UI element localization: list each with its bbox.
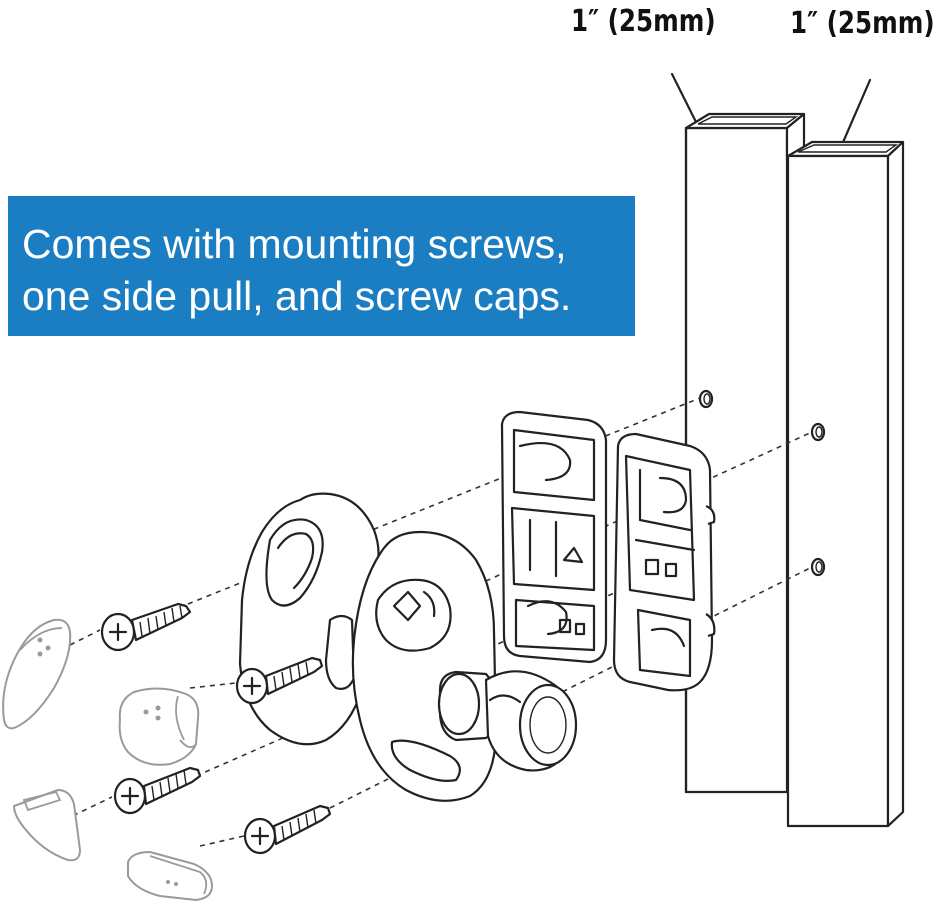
screw-cap-1 <box>2 618 72 730</box>
info-banner-text: Comes with mounting screws, one side pul… <box>22 218 635 322</box>
alignment-line-3 <box>195 551 709 777</box>
alignment-line-7 <box>63 796 113 821</box>
mounting-screw-2 <box>235 656 324 705</box>
alignment-line-5 <box>69 629 101 646</box>
mounting-screw-3 <box>113 766 202 815</box>
right-post-dimension-label: 1″ (25mm) <box>790 6 935 41</box>
mounting-screw-1 <box>100 602 192 652</box>
screw-cap-3 <box>13 789 81 862</box>
alignment-line-8 <box>199 835 245 847</box>
alignment-line-6 <box>189 682 237 689</box>
info-banner-line-1: Comes with mounting screws, <box>22 221 567 267</box>
latch-cover <box>351 530 498 802</box>
front-mounting-bracket <box>500 410 608 664</box>
info-banner-line-2: one side pull, and screw caps. <box>22 273 572 319</box>
info-banner: Comes with mounting screws, one side pul… <box>8 196 635 336</box>
mounting-screw-4 <box>243 804 332 855</box>
screw-cap-4 <box>127 851 213 901</box>
side-pull-knob <box>437 670 578 772</box>
screw-cap-2 <box>118 687 200 766</box>
right-square-post <box>786 140 905 828</box>
rear-mounting-bracket <box>612 432 716 692</box>
left-post-dimension-label: 1″ (25mm) <box>571 4 716 39</box>
